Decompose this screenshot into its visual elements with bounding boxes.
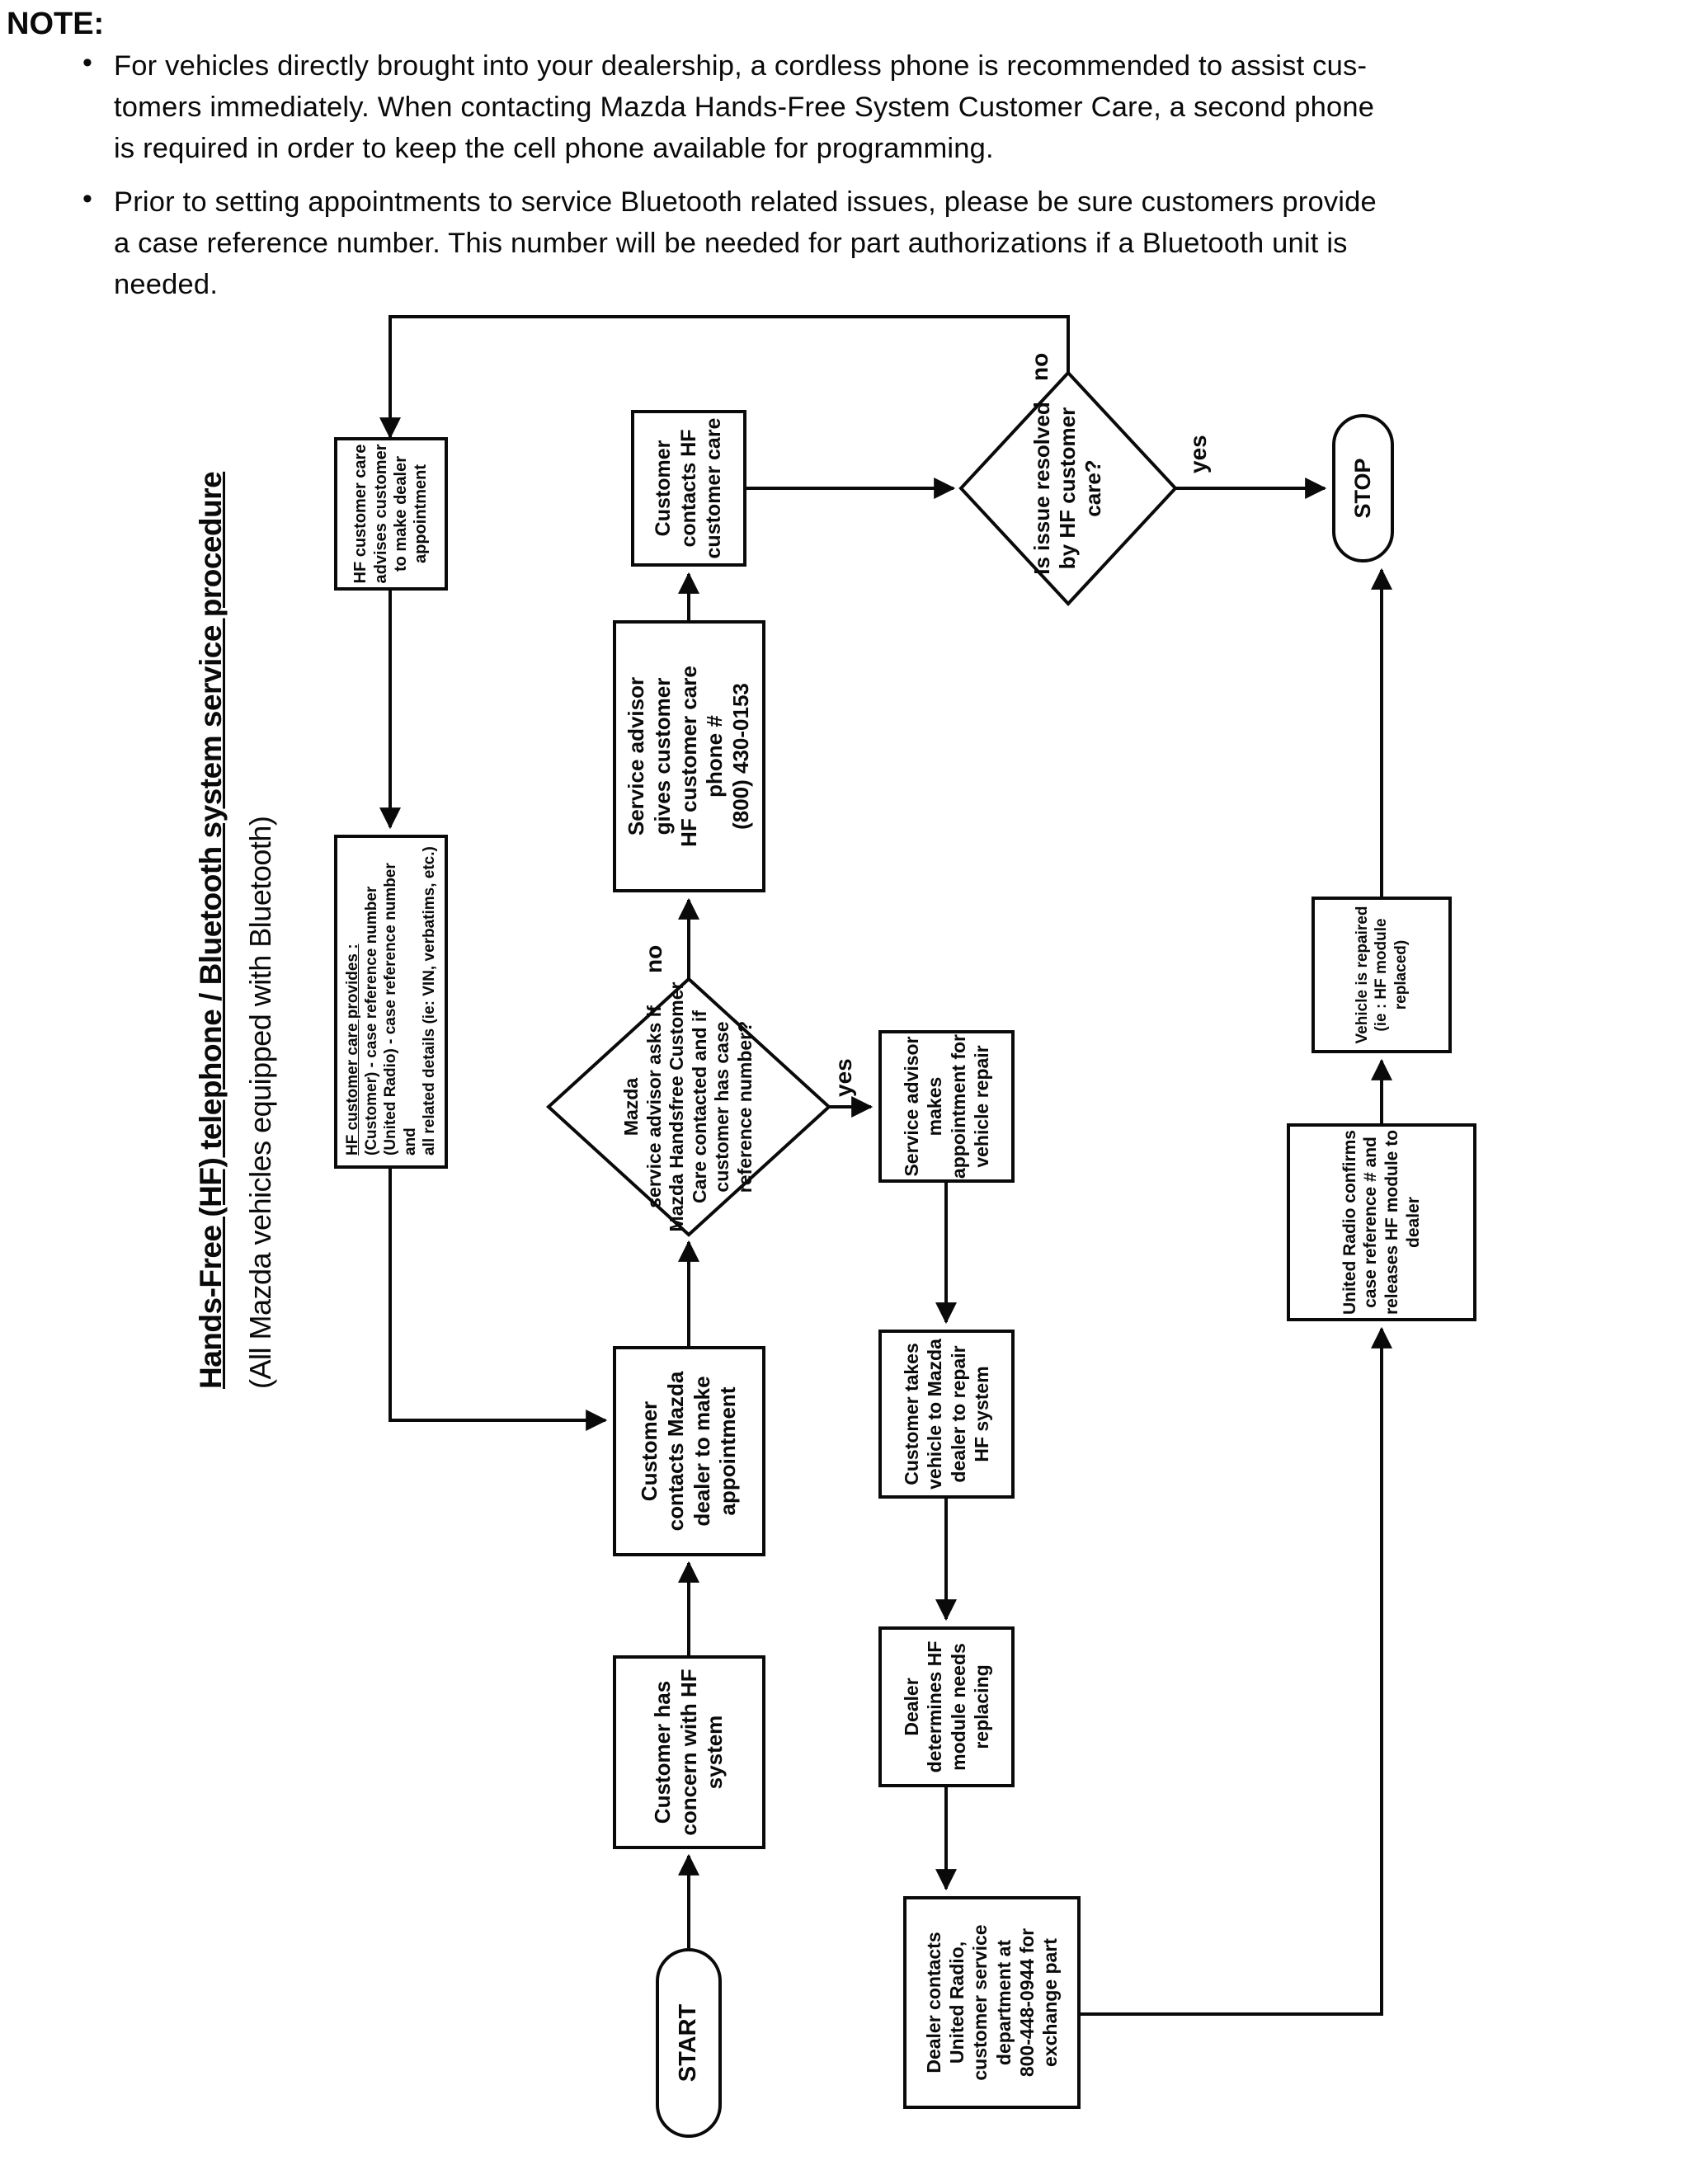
note-heading: NOTE: bbox=[7, 7, 105, 41]
bullet-icon: • bbox=[82, 47, 92, 78]
flow-connectors bbox=[379, 315, 1392, 2016]
note-bullet-2: • Prior to setting appointments to servi… bbox=[82, 181, 1691, 305]
diamond-case-reference-text: Mazda service advisor asks if Mazda Hand… bbox=[620, 981, 756, 1232]
start-terminal: START bbox=[656, 1948, 722, 2138]
note-bullet-2-text: Prior to setting appointments to service… bbox=[114, 186, 1377, 300]
flowchart-canvas: Hands-Free (HF) telephone / Bluetooth sy… bbox=[45, 307, 1654, 2179]
label-no-issue-resolved: no bbox=[1027, 352, 1052, 381]
flowchart-subtitle: (All Mazda vehicles equipped with Blueto… bbox=[243, 816, 277, 1389]
bullet-icon: • bbox=[82, 183, 92, 214]
label-yes-issue-resolved: yes bbox=[1185, 435, 1211, 473]
flowchart-title: Hands-Free (HF) telephone / Bluetooth sy… bbox=[194, 471, 228, 1389]
hf-provides-heading: HF customer care provides : bbox=[344, 944, 362, 1156]
flowchart-area: Hands-Free (HF) telephone / Bluetooth sy… bbox=[45, 307, 1654, 2179]
box-customer-takes-vehicle: Customer takes vehicle to Mazda dealer t… bbox=[878, 1330, 1015, 1499]
box-hf-care-provides: HF customer care provides : (Customer) -… bbox=[334, 835, 448, 1169]
box-customer-contacts-dealer: Customer contacts Mazda dealer to make a… bbox=[613, 1346, 765, 1556]
hf-provides-details: (Customer) - case reference number (Unit… bbox=[363, 846, 438, 1156]
box-vehicle-repaired: Vehicle is repaired (ie : HF module repl… bbox=[1311, 897, 1452, 1053]
label-yes-case-reference: yes bbox=[831, 1058, 856, 1097]
label-no-case-reference: no bbox=[641, 944, 666, 973]
box-service-advisor-gives-phone: Service advisor gives customer HF custom… bbox=[613, 620, 765, 892]
diamond-issue-resolved-text: Is issue resolved by HF customer care? bbox=[1029, 402, 1106, 575]
note-bullet-1-text: For vehicles directly brought into your … bbox=[114, 50, 1375, 164]
box-customer-contacts-hf-care: Customer contacts HF customer care bbox=[631, 410, 746, 567]
box-united-radio-confirms: United Radio confirms case reference # a… bbox=[1287, 1123, 1476, 1321]
box-dealer-determines-module: Dealer determines HF module needs replac… bbox=[878, 1626, 1015, 1787]
box-customer-has-concern: Customer has concern with HF system bbox=[613, 1655, 765, 1849]
box-advisor-makes-appointment: Service advisor makes appointment for ve… bbox=[878, 1030, 1015, 1183]
box-dealer-contacts-united-radio: Dealer contacts United Radio, customer s… bbox=[903, 1896, 1081, 2109]
stop-terminal: STOP bbox=[1332, 414, 1394, 562]
note-bullet-1: • For vehicles directly brought into you… bbox=[82, 45, 1691, 169]
box-hf-care-advises-customer: HF customer care advises customer to mak… bbox=[334, 437, 448, 591]
